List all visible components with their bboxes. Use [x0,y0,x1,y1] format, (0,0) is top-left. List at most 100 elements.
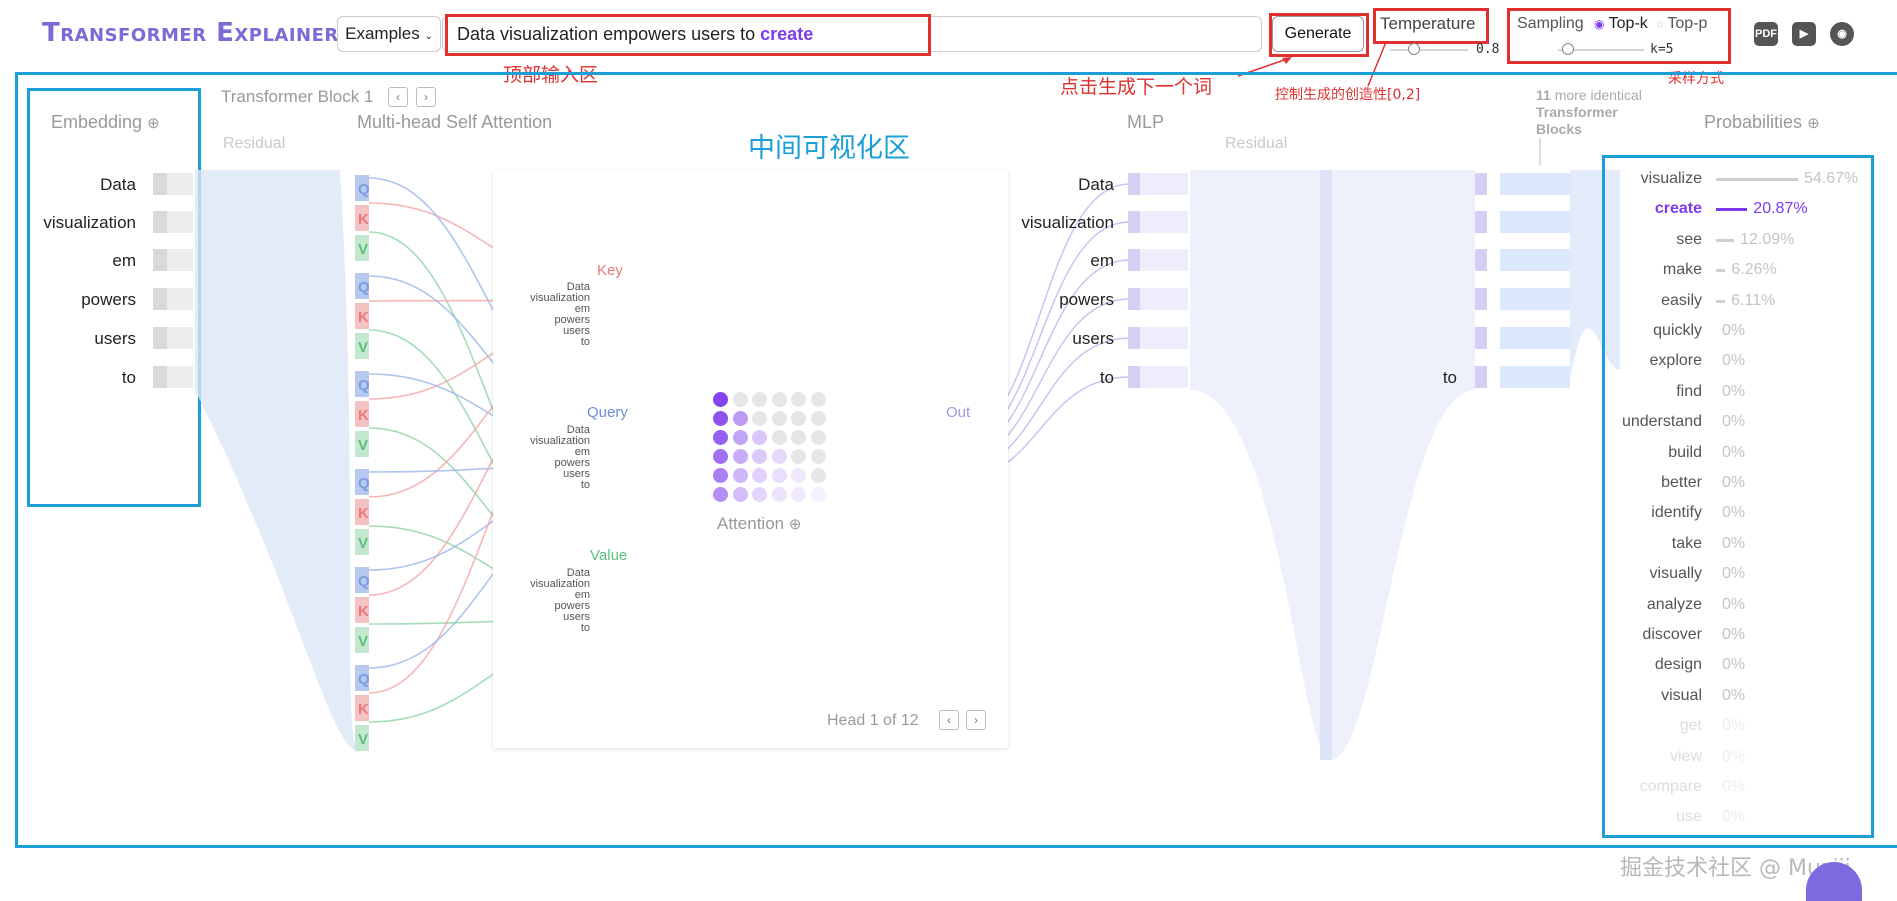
prob-word[interactable]: analyze [1646,595,1702,613]
prob-word[interactable]: easily [1661,291,1702,309]
mlp-vector-ext [1140,288,1188,310]
qkv-letter: Q [358,573,370,590]
topk-slider-knob[interactable] [1562,43,1574,55]
temperature-slider-knob[interactable] [1408,43,1420,55]
youtube-icon[interactable]: ▶ [1792,22,1816,46]
key-token-label: Data [566,281,590,293]
prev-head-button[interactable]: ‹ [939,710,959,730]
topp-label: Top-p [1667,15,1708,32]
qkv-vector [355,499,369,525]
qkv-vector [355,695,369,721]
sampling-label: Sampling [1517,15,1584,32]
prob-word[interactable]: identify [1651,504,1702,522]
attention-cell [732,392,748,407]
prob-word[interactable]: design [1654,656,1702,674]
qkv-letter: V [358,731,368,748]
prob-word[interactable]: explore [1649,352,1702,370]
prob-word[interactable]: create [1654,200,1702,218]
prob-pct: 0% [1722,413,1746,431]
prob-word[interactable]: find [1676,382,1702,400]
key-token-label: to [580,336,590,348]
embedding-vector-ext [167,366,193,388]
annotation-box-probabilities [1602,155,1874,838]
prob-word[interactable]: compare [1639,778,1702,795]
stacked-block-vector [1500,249,1570,271]
prob-word[interactable]: discover [1642,626,1702,643]
temperature-slider[interactable] [1390,49,1468,51]
key-token-label: visualization [530,292,590,304]
next-head-button[interactable]: › [966,710,986,730]
qkv-letter: Q [358,671,370,688]
qkv-vector [355,303,369,329]
prob-pct: 0% [1722,595,1746,613]
prob-word[interactable]: visually [1649,565,1702,583]
attention-cell [791,468,806,483]
value-token-label: em [574,589,590,601]
mlp-label: MLP [1127,112,1165,132]
prob-word[interactable]: build [1668,443,1702,461]
generate-button[interactable]: Generate [1272,16,1364,52]
prob-word[interactable]: better [1661,474,1702,491]
prob-word[interactable]: get [1679,717,1702,735]
prob-word[interactable]: view [1669,747,1702,765]
head-label: Head 1 of 12 [827,712,919,729]
prob-pct: 0% [1722,626,1746,643]
mlp-token: visualization [1021,213,1114,232]
embedding-vector [153,173,167,195]
qkv-vector [355,205,369,231]
prev-block-button[interactable]: ‹ [388,87,408,107]
attention-cell [752,430,767,445]
pdf-icon[interactable]: PDF [1754,22,1778,46]
prob-word[interactable]: make [1662,261,1702,279]
qkv-letter: K [358,211,369,228]
query-token-label: em [574,446,590,458]
query-token-label: users [563,468,590,480]
attention-cell [771,449,787,464]
examples-dropdown[interactable]: Examples ⌄ [337,16,441,52]
annotation-box-temperature [1373,8,1489,44]
examples-label: Examples [345,24,420,43]
qkv-letter: K [358,505,369,522]
prob-word[interactable]: see [1676,230,1702,248]
prob-word[interactable]: visual [1661,686,1702,704]
prob-word[interactable]: understand [1621,413,1702,431]
attention-cell [771,392,787,407]
topk-slider[interactable] [1558,49,1644,51]
prompt-text[interactable]: Data visualization empowers users to cre… [457,24,813,45]
prob-pct: 0% [1722,443,1746,461]
github-icon[interactable]: ◉ [1830,22,1854,46]
attention-cell [771,468,787,483]
key-token-label: powers [554,314,590,326]
prob-pct: 6.26% [1731,261,1777,279]
attention-label[interactable]: Attention ⊕ [717,514,801,534]
probabilities-label[interactable]: Probabilities ⊕ [1704,112,1820,133]
prob-pct: 12.09% [1740,230,1795,248]
radio-topk[interactable]: ◉ Top-k [1594,15,1648,33]
next-block-button[interactable]: › [416,87,436,107]
prob-pct: 20.87% [1753,200,1808,218]
prob-word[interactable]: quickly [1653,322,1702,339]
prob-word[interactable]: visualize [1640,170,1702,187]
attention-cell [713,449,728,464]
prob-bar [1716,238,1735,242]
radio-topp[interactable]: ○ Top-p [1656,15,1707,33]
prob-word[interactable]: use [1676,808,1702,826]
prob-pct: 0% [1722,808,1746,826]
attention-cell [732,487,748,502]
prompt-prefix: Data visualization empowers users to [457,24,756,44]
qkv-vector [355,333,369,359]
value-token-label: visualization [530,578,590,590]
prompt-highlight: create [760,24,814,44]
k-value: k=5 [1650,42,1674,57]
qkv-vector [355,175,369,201]
embedding-label[interactable]: Embedding ⊕ [51,112,160,133]
embedding-label-text: Embedding [51,112,143,132]
prob-word[interactable]: take [1671,534,1702,552]
embedding-token: visualization [43,213,136,232]
chat-bubble-icon[interactable] [1806,862,1862,901]
mlp-vector-ext [1140,366,1188,388]
stacked-block-vector [1500,366,1570,388]
mhsa-label: Multi-head Self Attention [357,112,553,132]
chevron-down-icon: ⌄ [424,31,433,42]
mlp-vector [1128,288,1140,310]
